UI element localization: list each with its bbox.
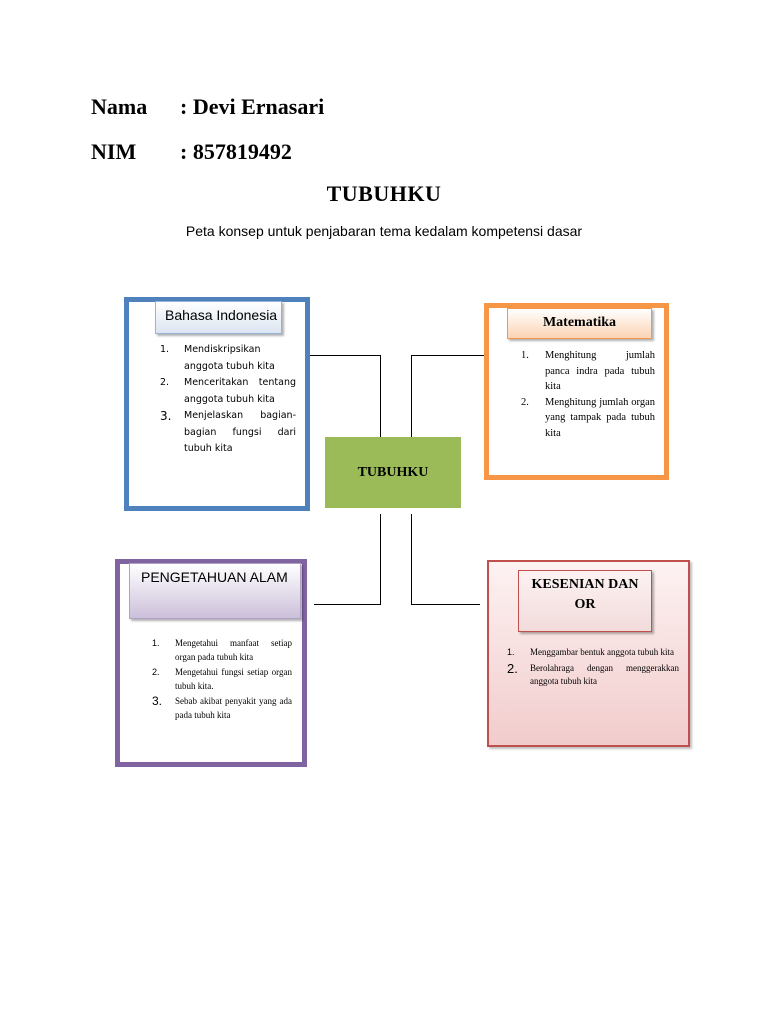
connector-line [310, 355, 380, 356]
matematika-heading: Matematika [507, 308, 652, 339]
list-item: 2. Berolahraga dengan menggerakkan anggo… [507, 660, 679, 686]
list-item: 1. Menggambar bentuk anggota tubuh kita [507, 647, 674, 657]
kesenian-heading: KESENIAN DAN OR [518, 570, 652, 632]
nama-label: Nama [91, 94, 148, 119]
connector-line [380, 355, 381, 437]
connector-line [411, 355, 484, 356]
nim-label: NIM [91, 139, 137, 164]
pengetahuan-alam-heading: PENGETAHUAN ALAM [129, 563, 301, 619]
list-item: 1. Mendiskripsikan anggota tubuh kita [160, 344, 275, 372]
list-item: 3. Sebab akibat penyakit yang ada pada t… [152, 694, 292, 720]
bahasa-indonesia-list: 1. Mendiskripsikan anggota tubuh kita 2.… [160, 342, 296, 458]
connector-line [314, 604, 381, 605]
bahasa-indonesia-heading: Bahasa Indonesia [155, 301, 282, 334]
connector-line [411, 355, 412, 437]
kesenian-heading-line1: KESENIAN DAN [531, 577, 639, 592]
list-item: 2. Menceritakan tentang anggota tubuh ki… [160, 377, 296, 405]
list-item: 3. Menjelaskan bagian-bagian fungsi dari… [160, 409, 296, 454]
kesenian-heading-line2: OR [574, 597, 596, 612]
page-title: TUBUHKU [326, 181, 442, 206]
kesenian-list: 1. Menggambar bentuk anggota tubuh kita … [507, 646, 679, 691]
center-node-label: TUBUHKU [357, 464, 429, 480]
page-subtitle: Peta konsep untuk penjabaran tema kedala… [185, 223, 583, 239]
connector-line [411, 514, 412, 604]
list-item: 2. Menghitung jumlah organ yang tampak p… [521, 396, 655, 439]
nama-value: : Devi Ernasari [180, 94, 325, 119]
nim-value: : 857819492 [180, 139, 292, 164]
pengetahuan-alam-list: 1. Mengetahui manfaat setiap organ pada … [152, 637, 292, 724]
matematika-list: 1. Menghitung jumlah panca indra pada tu… [521, 348, 655, 441]
connector-line [380, 514, 381, 604]
center-node: TUBUHKU [325, 437, 461, 508]
connector-line [411, 604, 480, 605]
list-item: 1. Mengetahui manfaat setiap organ pada … [152, 638, 292, 662]
list-item: 2. Mengetahui fungsi setiap organ tubuh … [152, 667, 292, 691]
list-item: 1. Menghitung jumlah panca indra pada tu… [521, 350, 655, 392]
